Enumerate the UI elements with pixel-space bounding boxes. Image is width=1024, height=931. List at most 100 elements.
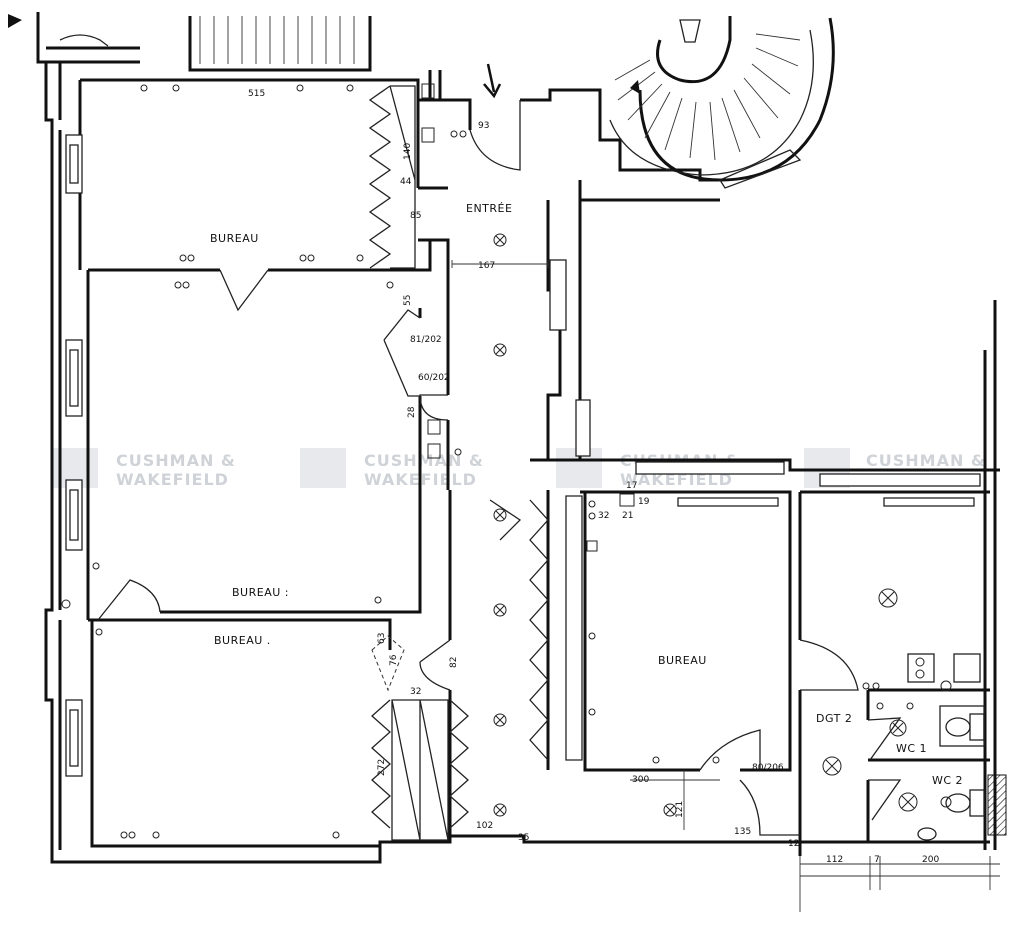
dim-label: 55 xyxy=(403,295,413,306)
room-label-bureau-top: BUREAU xyxy=(210,232,259,245)
dim-label: 121 xyxy=(675,801,685,818)
watermark-line1: CUSHMAN & xyxy=(364,451,484,470)
dim-label: 135 xyxy=(734,827,751,837)
dim-label: 112 xyxy=(826,855,843,865)
dim-label: 63 xyxy=(377,633,387,644)
window xyxy=(549,259,567,331)
dim-label: 76 xyxy=(389,654,399,666)
exterior-walls xyxy=(36,12,1000,864)
shaft-icon xyxy=(421,83,435,99)
ceiling-light-icon xyxy=(493,603,507,617)
window xyxy=(819,473,981,487)
door xyxy=(97,579,161,621)
room-label-entree: ENTRÉE xyxy=(466,202,512,215)
dim-label: 82 xyxy=(449,657,459,668)
dim-label: 300 xyxy=(632,775,649,785)
panel-icon xyxy=(586,540,598,552)
dim-label: 7 xyxy=(874,855,880,865)
double-door xyxy=(383,309,421,397)
room-label-dgt: DGT 2 xyxy=(816,712,852,725)
front-steps xyxy=(59,16,355,64)
door xyxy=(699,729,761,771)
entry-arrow-icon xyxy=(483,63,502,99)
dim-label: 12 xyxy=(788,839,799,849)
room-label-bureau-mid: BUREAU : xyxy=(232,586,289,599)
dim-label: 32 xyxy=(598,511,609,521)
dim-label: 140 xyxy=(403,143,413,160)
watermark-line1: CUSHMAN & xyxy=(116,451,236,470)
dim-label: 21 xyxy=(622,511,633,521)
ceiling-light-icon xyxy=(493,343,507,357)
socket-icons xyxy=(61,84,914,839)
radiator xyxy=(677,497,779,507)
dim-label: 60/202 xyxy=(418,373,450,383)
door xyxy=(739,779,800,836)
watermark-line2: WAKEFIELD xyxy=(620,470,733,489)
corner-marker-icon xyxy=(8,14,22,28)
watermark-line2: WAKEFIELD xyxy=(116,470,229,489)
entry-door xyxy=(469,100,521,171)
dimension-labels: 515 93 44 140 85 167 55 81/202 60/202 28… xyxy=(248,89,939,865)
room-label-wc1: WC 1 xyxy=(896,742,927,755)
ceiling-light-icon xyxy=(493,803,507,817)
door xyxy=(867,717,902,761)
ceiling-light-icon xyxy=(898,792,918,812)
dim-label: 44 xyxy=(400,177,412,187)
door xyxy=(219,269,269,312)
room-label-bureau-right: BUREAU xyxy=(658,654,707,667)
spiral-staircase xyxy=(609,16,835,189)
washbasin-icon xyxy=(917,827,937,841)
dim-label: 85 xyxy=(410,211,421,221)
dim-label: 102 xyxy=(476,821,493,831)
dim-label: 17 xyxy=(626,481,637,491)
dim-label: 80/206 xyxy=(752,763,784,773)
ceiling-light-icon xyxy=(822,756,842,776)
dim-label: 200 xyxy=(922,855,939,865)
door xyxy=(419,639,451,691)
doors xyxy=(97,100,902,836)
kitchen-hob-icon xyxy=(907,653,935,683)
ceiling-light-icon xyxy=(663,803,677,817)
closets xyxy=(368,85,583,841)
dim-label: 81/202 xyxy=(410,335,442,345)
dim-label: 19 xyxy=(638,497,650,507)
room-label-bureau-low: BUREAU . xyxy=(214,634,271,647)
ceiling-light-icon xyxy=(878,588,898,608)
sanitary-fixtures xyxy=(907,653,1007,841)
hatched-wall xyxy=(987,774,1007,836)
door xyxy=(419,394,449,421)
washbasin-icon xyxy=(940,796,952,808)
door xyxy=(868,779,902,821)
dim-label: 32 xyxy=(410,687,421,697)
ceiling-light-icon xyxy=(889,719,907,737)
ceiling-light-icon xyxy=(493,713,507,727)
interior-walls xyxy=(78,70,990,848)
watermark-1: CUSHMAN & WAKEFIELD xyxy=(52,448,236,489)
shaft-icon xyxy=(421,127,435,143)
windows xyxy=(65,134,981,777)
watermark-line1: CUSHMAN & xyxy=(866,451,986,470)
shaft-icon xyxy=(427,443,441,459)
door xyxy=(799,639,859,691)
window xyxy=(575,399,591,457)
dim-label: 272 xyxy=(377,759,387,776)
dimension-lines xyxy=(451,260,1000,912)
dim-label: 93 xyxy=(478,121,489,131)
toilet-icon xyxy=(945,789,985,817)
ceiling-light-icon xyxy=(493,233,507,247)
dim-label: 35 xyxy=(518,833,529,843)
door xyxy=(489,499,522,541)
dim-label: 167 xyxy=(478,261,495,271)
shaft-icon xyxy=(427,419,441,435)
panel-icon xyxy=(619,493,635,507)
room-label-wc2: WC 2 xyxy=(932,774,963,787)
electrical-symbols xyxy=(61,83,918,839)
dim-label: 28 xyxy=(407,406,417,418)
sink-icon xyxy=(953,653,981,683)
ceiling-light-icon xyxy=(493,508,507,522)
dim-label: 515 xyxy=(248,89,265,99)
window xyxy=(635,461,785,475)
radiator xyxy=(883,497,975,507)
toilet-icon xyxy=(945,713,985,741)
